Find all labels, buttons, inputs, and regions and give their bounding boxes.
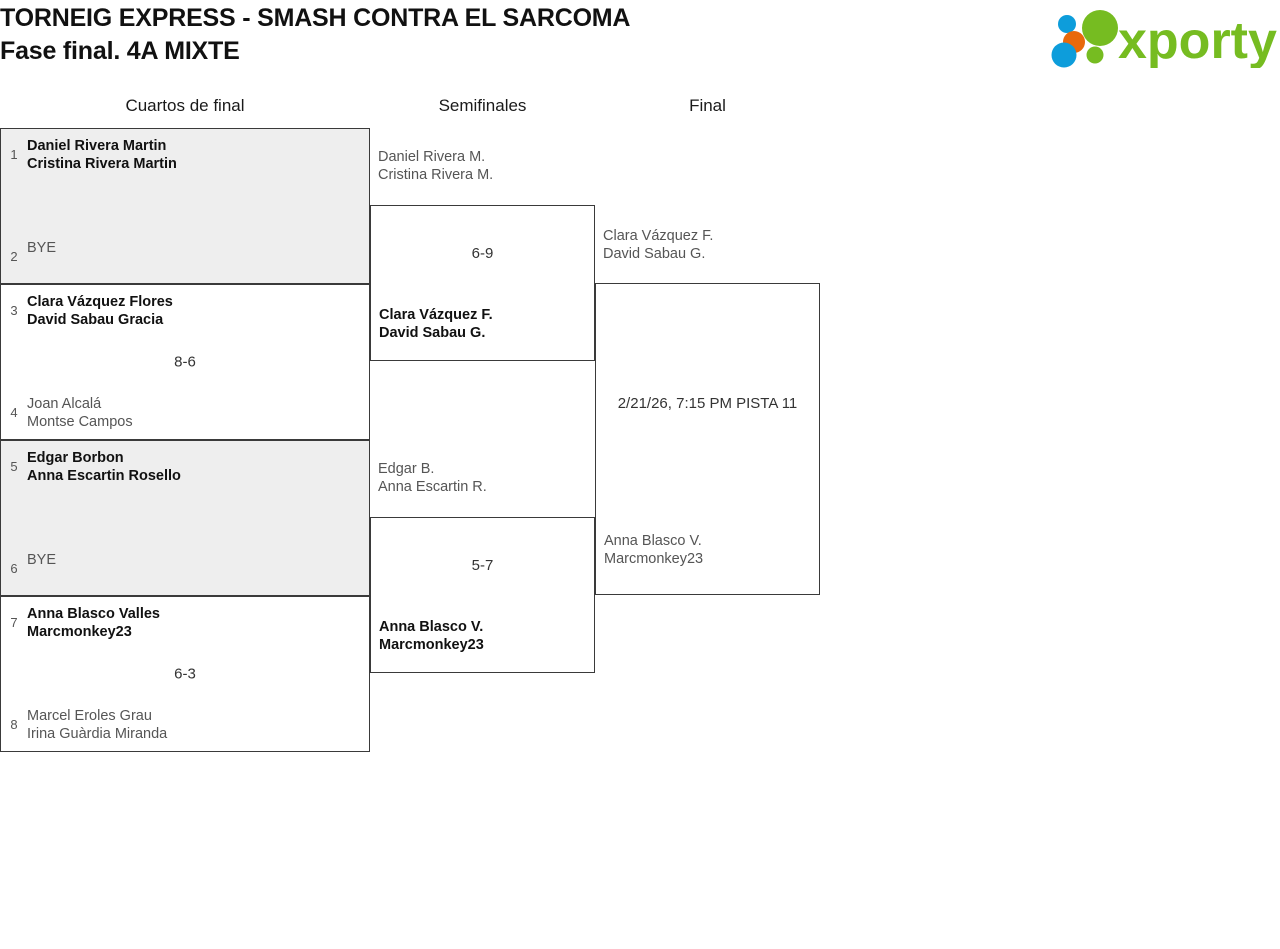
match-final-team-bottom[interactable]: Anna Blasco V. Marcmonkey23 [596, 532, 819, 568]
match-qf3-team-bottom[interactable]: 6 BYE [1, 551, 369, 587]
logo-dot-blue-bottom [1051, 42, 1077, 68]
match-qf4-team-bottom[interactable]: 8 Marcel Eroles Grau Irina Guàrdia Miran… [1, 707, 369, 743]
seed-number: 1 [10, 147, 18, 162]
logo-dot-blue-top [1058, 15, 1076, 33]
seed-number: 2 [10, 249, 18, 264]
xporty-logo-svg: xporty [1051, 10, 1277, 68]
seed-number: 5 [10, 459, 18, 474]
match-final[interactable]: 2/21/26, 7:15 PM PISTA 11 Anna Blasco V.… [595, 283, 820, 595]
page-title: TORNEIG EXPRESS - SMASH CONTRA EL SARCOM… [0, 2, 630, 68]
match-score: 6-3 [174, 665, 196, 683]
logo-wordmark: xporty [1118, 12, 1277, 68]
match-qf1-team-bottom[interactable]: 2 BYE [1, 239, 369, 275]
match-semifinal-2-team-bottom[interactable]: Anna Blasco V. Marcmonkey23 [371, 618, 594, 654]
team-names: Anna Blasco V. Marcmonkey23 [604, 533, 704, 567]
match-semifinal-2-team-top[interactable]: Edgar B. Anna Escartin R. [378, 461, 487, 495]
seed-number: 4 [10, 405, 18, 420]
team-names: Clara Vázquez Flores David Sabau Gracia [27, 294, 173, 328]
round-header-quarterfinals: Cuartos de final [125, 96, 245, 115]
seed-number: 3 [10, 303, 18, 318]
page-header: TORNEIG EXPRESS - SMASH CONTRA EL SARCOM… [0, 0, 1280, 80]
match-score: 6-9 [471, 245, 494, 262]
match-semifinal-1-team-top[interactable]: Daniel Rivera M. Cristina Rivera M. [378, 149, 494, 183]
team-names: Joan Alcalá Montse Campos [27, 396, 133, 430]
team-names: Clara Vázquez F. David Sabau G. [379, 307, 493, 341]
match-quarterfinal-2[interactable]: 3 Clara Vázquez Flores David Sabau Graci… [0, 284, 370, 440]
logo-dot-green-small [1086, 46, 1104, 64]
team-names: BYE [27, 240, 57, 256]
team-names: Anna Blasco Valles Marcmonkey23 [27, 606, 160, 640]
seed-number: 6 [10, 561, 18, 576]
match-qf1-team-top[interactable]: 1 Daniel Rivera Martin Cristina Rivera M… [1, 137, 369, 173]
match-final-team-top[interactable]: Clara Vázquez F. David Sabau G. [603, 228, 714, 262]
match-semifinal-2[interactable]: 5-7 Anna Blasco V. Marcmonkey23 [370, 517, 595, 673]
round-header-semifinals: Semifinales [438, 96, 527, 115]
match-quarterfinal-3[interactable]: 5 Edgar Borbon Anna Escartin Rosello 6 B… [0, 440, 370, 596]
team-names: BYE [27, 552, 57, 568]
team-names: Anna Blasco V. Marcmonkey23 [379, 619, 484, 653]
match-semifinal-1[interactable]: 6-9 Clara Vázquez F. David Sabau G. [370, 205, 595, 361]
team-names: Daniel Rivera Martin Cristina Rivera Mar… [27, 138, 177, 172]
match-qf4-team-top[interactable]: 7 Anna Blasco Valles Marcmonkey23 [1, 605, 369, 641]
seed-number: 8 [10, 717, 18, 732]
match-qf3-team-top[interactable]: 5 Edgar Borbon Anna Escartin Rosello [1, 449, 369, 485]
team-names: Marcel Eroles Grau Irina Guàrdia Miranda [27, 708, 168, 742]
match-score: 8-6 [174, 353, 196, 371]
seed-number: 7 [10, 615, 18, 630]
xporty-logo[interactable]: xporty [1050, 6, 1278, 68]
match-score: 5-7 [471, 557, 494, 574]
logo-dot-green-large [1082, 10, 1118, 46]
match-schedule: 2/21/26, 7:15 PM PISTA 11 [617, 395, 798, 412]
match-quarterfinal-1[interactable]: 1 Daniel Rivera Martin Cristina Rivera M… [0, 128, 370, 284]
match-semifinal-1-team-bottom[interactable]: Clara Vázquez F. David Sabau G. [371, 306, 594, 342]
match-qf2-team-top[interactable]: 3 Clara Vázquez Flores David Sabau Graci… [1, 293, 369, 329]
tournament-name: TORNEIG EXPRESS - SMASH CONTRA EL SARCOM… [0, 4, 631, 32]
bracket: 1 Daniel Rivera Martin Cristina Rivera M… [0, 128, 860, 768]
round-header-final: Final [689, 96, 726, 115]
tournament-phase: Fase final. 4A MIXTE [0, 37, 240, 65]
match-quarterfinal-4[interactable]: 7 Anna Blasco Valles Marcmonkey23 6-3 8 … [0, 596, 370, 752]
team-names: Edgar Borbon Anna Escartin Rosello [27, 450, 181, 484]
match-qf2-team-bottom[interactable]: 4 Joan Alcalá Montse Campos [1, 395, 369, 431]
